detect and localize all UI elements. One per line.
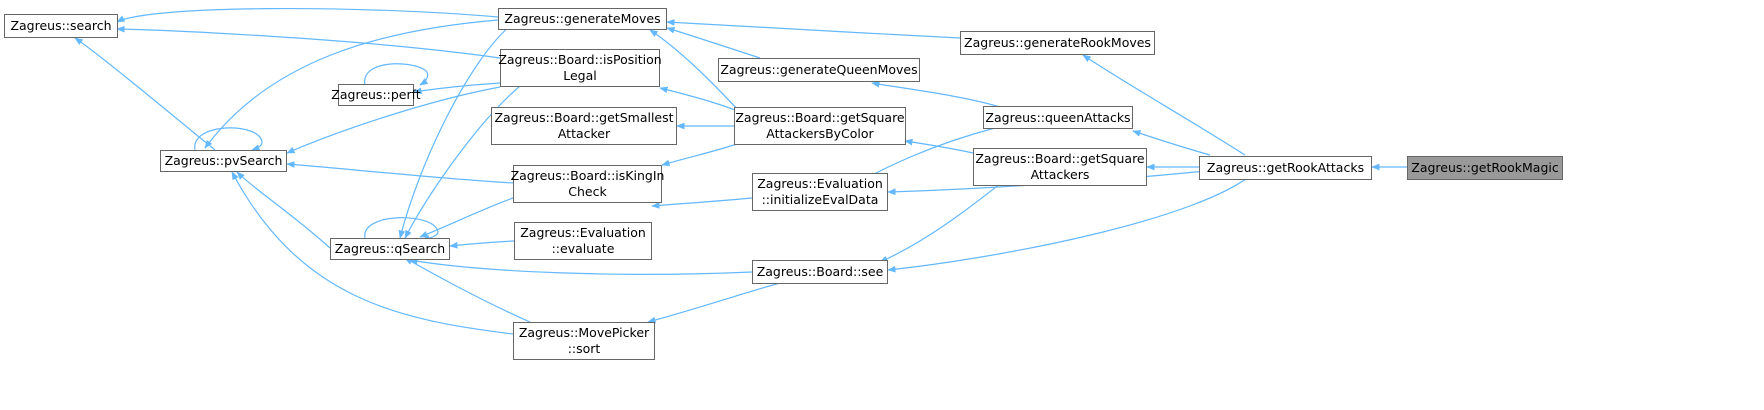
- node-see[interactable]: Zagreus::Board::see: [752, 260, 888, 284]
- node-qsearch-label: Zagreus::qSearch: [334, 241, 446, 256]
- node-getrookattacks-label: Zagreus::getRookAttacks: [1206, 160, 1365, 175]
- node-see-label: Zagreus::Board::see: [756, 264, 884, 279]
- edge-see-sort: [647, 282, 781, 324]
- node-getsquareattackers-line2: Attackers: [1030, 167, 1090, 182]
- node-ispositionlegal-line1: Zagreus::Board::isPosition: [498, 52, 662, 67]
- node-getsquareattackers[interactable]: Zagreus::Board::getSquare Attackers: [973, 148, 1147, 186]
- node-getsmallestattacker[interactable]: Zagreus::Board::getSmallest Attacker: [491, 107, 677, 145]
- edge-getsquareattackersbycolor-iskingincheck: [661, 142, 741, 167]
- edge-evaluate-qsearch: [449, 240, 515, 249]
- edge-generatequeenmoves-generatemoves: [666, 26, 761, 59]
- node-search[interactable]: Zagreus::search: [4, 14, 118, 38]
- edge-ispositionlegal-qsearch: [404, 85, 521, 239]
- node-iskingincheck-line2: Check: [568, 184, 607, 199]
- node-generatequeenmoves[interactable]: Zagreus::generateQueenMoves: [718, 58, 920, 82]
- node-evaluate[interactable]: Zagreus::Evaluation ::evaluate: [514, 222, 652, 260]
- node-search-label: Zagreus::search: [10, 18, 112, 33]
- node-iskingincheck[interactable]: Zagreus::Board::isKingIn Check: [510, 165, 665, 203]
- edge-ispositionlegal-pvsearch: [286, 86, 501, 154]
- node-sort-line2: ::sort: [567, 341, 601, 356]
- edge-getsquareattackersbycolor-generatemoves: [649, 29, 741, 113]
- edge-qsearch-pvsearch: [236, 171, 331, 249]
- node-evaluate-line1: Zagreus::Evaluation: [520, 225, 646, 240]
- node-getrookattacks[interactable]: Zagreus::getRookAttacks: [1199, 156, 1372, 180]
- node-queenattacks-label: Zagreus::queenAttacks: [985, 109, 1131, 125]
- node-getsquareattackersbycolor[interactable]: Zagreus::Board::getSquare AttackersByCol…: [734, 107, 906, 145]
- node-pvsearch[interactable]: Zagreus::pvSearch: [160, 150, 287, 172]
- node-ispositionlegal-line2: Legal: [563, 68, 597, 83]
- node-generatequeenmoves-label: Zagreus::generateQueenMoves: [720, 62, 918, 77]
- node-sort-line1: Zagreus::MovePicker: [518, 325, 650, 340]
- node-ispositionlegal[interactable]: Zagreus::Board::isPosition Legal: [498, 49, 662, 87]
- edge-ispositionlegal-search: [116, 25, 501, 59]
- node-iskingincheck-line1: Zagreus::Board::isKingIn: [510, 168, 665, 183]
- node-queenattacks[interactable]: Zagreus::queenAttacks: [983, 106, 1133, 129]
- edge-getrookattacks-queenattacks: [1132, 130, 1211, 156]
- node-getsmallestattacker-line2: Attacker: [557, 126, 611, 141]
- edge-sort-qsearch: [404, 257, 531, 323]
- edge-iskingincheck-qsearch: [419, 197, 514, 238]
- node-generaterookmoves-label: Zagreus::generateRookMoves: [964, 35, 1151, 50]
- node-getrookmagic-label: Zagreus::getRookMagic: [1411, 160, 1559, 175]
- edge-generatemoves-qsearch: [398, 25, 511, 239]
- edge-getrookattacks-generaterookmoves: [1082, 54, 1246, 156]
- node-getsmallestattacker-line1: Zagreus::Board::getSmallest: [494, 110, 674, 125]
- edge-getsquareattackers-getsquareattackersbycolor: [904, 138, 974, 154]
- edge-initializeevaldata-evaluate: [651, 197, 753, 209]
- node-initializeevaldata[interactable]: Zagreus::Evaluation ::initializeEvalData: [752, 173, 888, 211]
- node-qsearch[interactable]: Zagreus::qSearch: [330, 238, 450, 260]
- edge-ispositionlegal-perft: [413, 82, 501, 95]
- edge-generatemoves-pvsearch: [204, 19, 499, 149]
- edge-getsquareattackersbycolor-ispositionlegal: [659, 86, 741, 113]
- edge-see-qsearch: [409, 257, 753, 275]
- edge-pvsearch-pvsearch: [194, 127, 263, 151]
- node-generatemoves-label: Zagreus::generateMoves: [504, 11, 661, 26]
- node-getsquareattackers-line1: Zagreus::Board::getSquare: [975, 151, 1145, 166]
- edge-generaterookmoves-generatemoves: [666, 19, 961, 39]
- node-getsquareattackersbycolor-line2: AttackersByColor: [766, 126, 874, 141]
- node-perft-label: Zagreus::perft: [331, 87, 421, 102]
- node-getrookmagic: Zagreus::getRookMagic: [1407, 156, 1563, 180]
- node-generatemoves[interactable]: Zagreus::generateMoves: [498, 8, 667, 30]
- edge-perft-perft: [364, 63, 429, 86]
- edge-generatemoves-search: [116, 7, 499, 23]
- edge-queenattacks-generatequeenmoves: [871, 81, 1001, 108]
- edge-sort-pvsearch: [231, 171, 514, 335]
- node-generaterookmoves[interactable]: Zagreus::generateRookMoves: [960, 31, 1155, 55]
- node-pvsearch-label: Zagreus::pvSearch: [164, 153, 283, 168]
- edge-getrookattacks-see: [887, 171, 1256, 273]
- edge-iskingincheck-pvsearch: [286, 161, 514, 184]
- edge-pvsearch-search: [74, 37, 216, 151]
- edge-qsearch-qsearch: [364, 217, 439, 242]
- node-initializeevaldata-line1: Zagreus::Evaluation: [757, 176, 883, 191]
- node-initializeevaldata-line2: ::initializeEvalData: [761, 192, 879, 207]
- node-getsquareattackersbycolor-line1: Zagreus::Board::getSquare: [735, 110, 905, 125]
- node-perft[interactable]: Zagreus::perft: [331, 84, 421, 106]
- node-evaluate-line2: ::evaluate: [551, 241, 615, 256]
- node-sort[interactable]: Zagreus::MovePicker ::sort: [513, 322, 655, 360]
